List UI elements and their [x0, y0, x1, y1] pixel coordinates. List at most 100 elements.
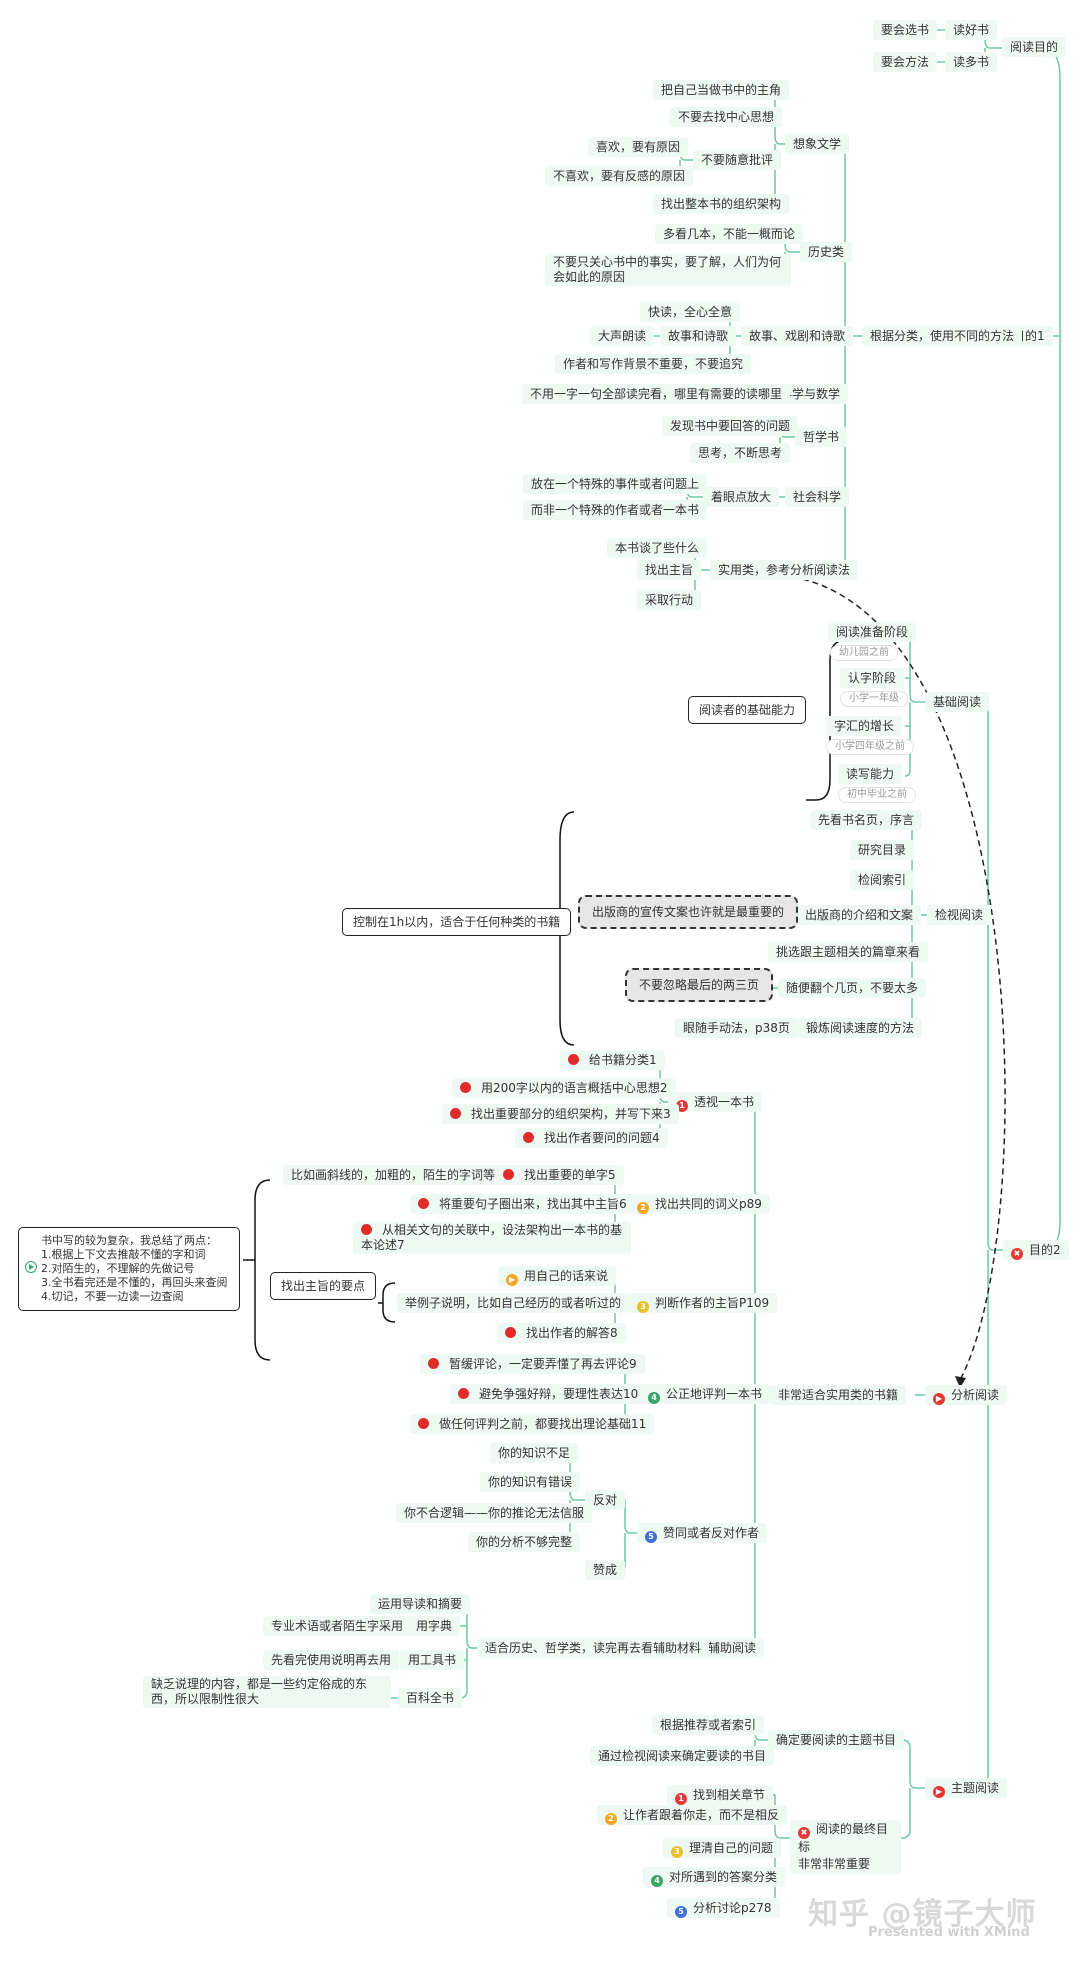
- method-node[interactable]: 要会方法: [873, 52, 938, 72]
- word-note[interactable]: 比如画斜线的，加粗的，陌生的字词等: [283, 1165, 504, 1185]
- drama-item[interactable]: 快读，全心全意: [640, 302, 741, 322]
- history-item[interactable]: 不要只关心书中的事实，要了解，人们为何会如此的原因: [545, 254, 791, 286]
- aux-item[interactable]: 缺乏说理的内容，都是一些约定俗成的东西，所以限制性很大: [143, 1676, 391, 1708]
- imaginative-item[interactable]: 找出整本书的组织架构: [653, 194, 790, 214]
- oppose-item[interactable]: 你的知识不足: [490, 1443, 579, 1463]
- analytic-item[interactable]: ▶用自己的话来说: [498, 1266, 617, 1286]
- analytic-suitable[interactable]: 非常适合实用类的书籍: [770, 1385, 907, 1405]
- analytic-item[interactable]: 找出作者的解答8: [497, 1323, 626, 1343]
- topic-decide-item[interactable]: 根据推荐或者索引: [652, 1715, 765, 1735]
- last-pages-note[interactable]: 不要忽略最后的两三页: [625, 968, 774, 1002]
- inspect-item[interactable]: 挑选跟主题相关的篇章来看: [768, 942, 929, 962]
- philosophy-item[interactable]: 思考，不断思考: [690, 443, 791, 463]
- aux-item[interactable]: 百科全书: [398, 1688, 463, 1708]
- imaginative-item[interactable]: 不要随意批评: [693, 150, 782, 170]
- aux-item[interactable]: 专业术语或者陌生字采用: [263, 1616, 412, 1636]
- topic-decide-item[interactable]: 通过检视阅读来确定要读的书目: [590, 1746, 775, 1766]
- speed-note[interactable]: 眼随手动法，p38页: [675, 1018, 798, 1038]
- basic-stage[interactable]: 阅读准备阶段: [828, 622, 917, 642]
- inspect-item[interactable]: 先看书名页，序言: [810, 810, 923, 830]
- history-node[interactable]: 历史类: [800, 242, 853, 262]
- philosophy-item[interactable]: 发现书中要回答的问题: [662, 416, 799, 436]
- analytic-note[interactable]: 书中写的较为复杂，我总结了两点： 1.根据上下文去推敲不懂的字和词 2.对陌生的…: [18, 1227, 240, 1311]
- publisher-note[interactable]: 出版商的宣传文案也许就是最重要的: [578, 895, 799, 929]
- read-good-node[interactable]: 读好书: [945, 20, 998, 40]
- social-item[interactable]: 着眼点放大: [703, 487, 780, 507]
- imaginative-item[interactable]: 把自己当做书中的主角: [653, 80, 790, 100]
- purpose-node[interactable]: 阅读目的: [1002, 37, 1067, 57]
- oppose-item[interactable]: 你的分析不够完整: [468, 1532, 581, 1552]
- aux-item[interactable]: 运用导读和摘要: [370, 1594, 471, 1614]
- classify-node[interactable]: 根据分类，使用不同的方法: [862, 326, 1023, 346]
- topic-decide[interactable]: 确定要阅读的主题书目: [768, 1730, 905, 1750]
- social-item[interactable]: 而非一个特殊的作者或者一本书: [523, 500, 708, 520]
- social-node[interactable]: 社会科学: [785, 487, 850, 507]
- inspect-item[interactable]: 锻炼阅读速度的方法: [798, 1018, 923, 1038]
- analytic-node[interactable]: ▶分析阅读: [925, 1385, 1008, 1405]
- drama-item[interactable]: 故事和诗歌: [660, 326, 737, 346]
- analytic-item[interactable]: 避免争强好辩，要理性表达10: [450, 1384, 647, 1404]
- topic-goal[interactable]: ✖阅读的最终目标 非常非常重要: [790, 1820, 901, 1874]
- analytic-item[interactable]: 从相关文句的关联中，设法架构出一本书的基本论述7: [353, 1222, 631, 1254]
- read-more-node[interactable]: 读多书: [945, 52, 998, 72]
- oppose-node[interactable]: 反对: [585, 1490, 626, 1510]
- practical-item[interactable]: 采取行动: [637, 590, 702, 610]
- science-node[interactable]: 科学与数学: [772, 384, 849, 404]
- practical-item[interactable]: 找出主旨: [637, 560, 702, 580]
- inspect-item[interactable]: 研究目录: [850, 840, 915, 860]
- analytic-item[interactable]: 用200字以内的语言概括中心思想2: [452, 1078, 676, 1098]
- basic-stage[interactable]: 字汇的增长: [826, 716, 903, 736]
- goal2-node[interactable]: ✖目的2: [1003, 1240, 1069, 1260]
- oppose-item[interactable]: 你不合逻辑——你的推论无法信服: [396, 1503, 593, 1523]
- practical-node[interactable]: 实用类，参考分析阅读法: [710, 560, 859, 580]
- imaginative-item[interactable]: 喜欢，要有原因: [588, 137, 689, 157]
- social-item[interactable]: 放在一个特殊的事件或者问题上: [523, 474, 708, 494]
- inspect-item[interactable]: 检阅索引: [850, 870, 915, 890]
- drama-item[interactable]: 作者和写作背景不重要，不要追究: [555, 354, 752, 374]
- aux-node[interactable]: 辅助阅读: [700, 1638, 765, 1658]
- imaginative-item[interactable]: 不喜欢，要有反感的原因: [545, 166, 694, 186]
- inspect-node[interactable]: 检视阅读: [927, 905, 992, 925]
- aux-item[interactable]: 先看完使用说明再去用: [263, 1650, 400, 1670]
- imaginative-item[interactable]: 不要去找中心思想: [670, 107, 783, 127]
- aux-item[interactable]: 用字典: [408, 1616, 461, 1636]
- basic-stage[interactable]: 认字阶段: [840, 668, 905, 688]
- science-item[interactable]: 不用一字一句全部读完看，哪里有需要的读哪里: [522, 384, 791, 404]
- imaginative-node[interactable]: 想象文学: [785, 134, 850, 154]
- topic-node[interactable]: ▶主题阅读: [925, 1778, 1008, 1798]
- key-points-node[interactable]: 找出主旨的要点: [270, 1272, 377, 1300]
- aux-suitable[interactable]: 适合历史、哲学类，读完再去看辅助材料: [477, 1638, 710, 1658]
- basic-stage[interactable]: 读写能力: [838, 764, 903, 784]
- analytic-item[interactable]: 找出重要部分的组织架构，并写下来3: [442, 1104, 679, 1124]
- analytic-item[interactable]: 举例子说明，比如自己经历的或者听过的: [397, 1293, 630, 1313]
- inspect-item[interactable]: 随便翻个几页，不要太多: [778, 978, 927, 998]
- history-item[interactable]: 多看几本，不能一概而论: [655, 224, 804, 244]
- analytic-item[interactable]: 找出作者要问的问题4: [515, 1128, 668, 1148]
- drama-item[interactable]: 大声朗读: [590, 326, 655, 346]
- analytic-item[interactable]: 暂缓评论，一定要弄懂了再去评论9: [420, 1354, 645, 1374]
- analytic-item[interactable]: 做任何评判之前，都要找出理论基础11: [410, 1414, 655, 1434]
- agree-node[interactable]: 赞成: [585, 1560, 626, 1580]
- analytic-item[interactable]: 找出重要的单字5: [495, 1165, 624, 1185]
- analytic-item[interactable]: 将重要句子圈出来，找出其中主旨6: [410, 1194, 635, 1214]
- philosophy-node[interactable]: 哲学书: [795, 427, 848, 447]
- inspect-item[interactable]: 出版商的介绍和文案: [797, 905, 922, 925]
- inspect-summary[interactable]: 控制在1h以内，适合于任何种类的书籍: [342, 908, 572, 936]
- analytic-item[interactable]: 给书籍分类1: [560, 1050, 665, 1070]
- basic-node[interactable]: 基础阅读: [925, 692, 990, 712]
- basic-ability-node[interactable]: 阅读者的基础能力: [688, 696, 807, 724]
- drama-node[interactable]: 故事、戏剧和诗歌: [741, 326, 854, 346]
- choose-node[interactable]: 要会选书: [873, 20, 938, 40]
- practical-item[interactable]: 本书谈了些什么: [607, 538, 708, 558]
- oppose-item[interactable]: 你的知识有错误: [480, 1472, 581, 1492]
